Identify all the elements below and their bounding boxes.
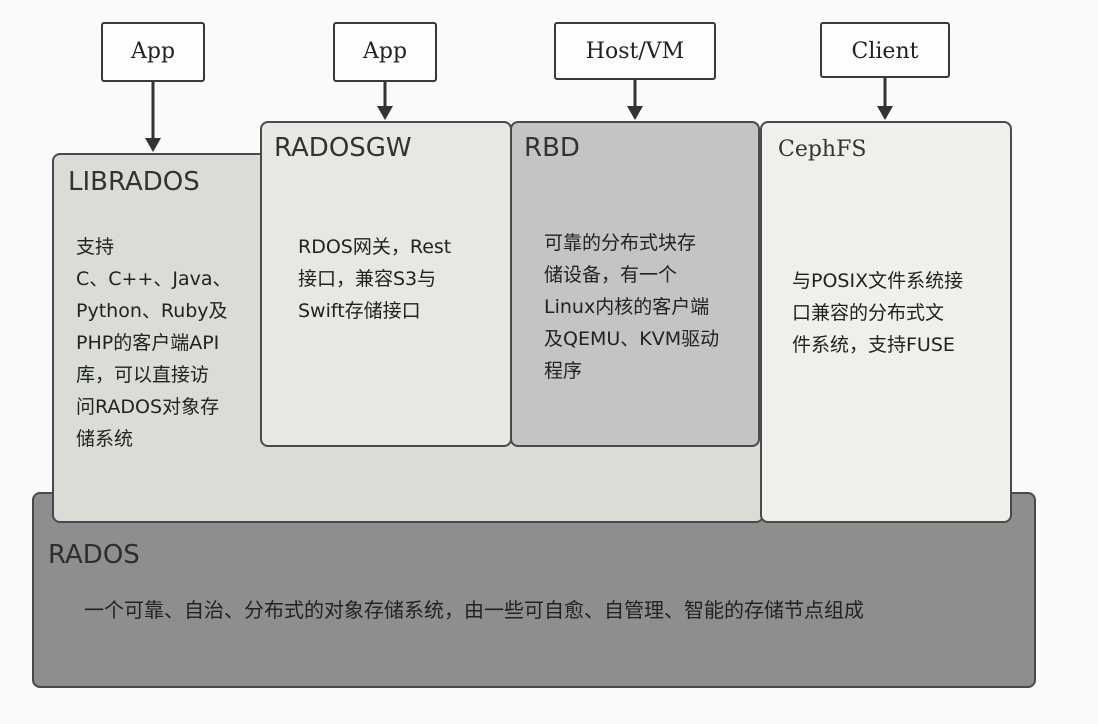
host-vm-client-box: Host/VM — [554, 22, 716, 80]
app-client-box-1: App — [101, 22, 205, 82]
arrow-app2-to-radosgw — [377, 82, 393, 120]
client-box: Client — [820, 22, 950, 78]
arrow-app1-to-librados — [145, 82, 161, 152]
cephfs-description: 与POSIX文件系统接 口兼容的分布式文 件系统，支持FUSE — [792, 270, 964, 356]
rados-title: RADOS — [48, 540, 140, 570]
cephfs-box: CephFS 与POSIX文件系统接 口兼容的分布式文 件系统，支持FUSE — [760, 121, 1012, 523]
radosgw-title: RADOSGW — [274, 133, 412, 163]
librados-description: 支持 C、C++、Java、 Python、Ruby及 PHP的客户端API 库… — [76, 236, 232, 450]
rbd-box: RBD 可靠的分布式块存 储设备，有一个 Linux内核的客户端 及QEMU、K… — [510, 121, 760, 447]
radosgw-box: RADOSGW RDOS网关，Rest 接口，兼容S3与 Swift存储接口 — [260, 121, 512, 447]
rbd-description: 可靠的分布式块存 储设备，有一个 Linux内核的客户端 及QEMU、KVM驱动… — [544, 232, 720, 382]
librados-title: LIBRADOS — [68, 167, 200, 197]
rados-box: RADOS 一个可靠、自治、分布式的对象存储系统，由一些可自愈、自管理、智能的存… — [32, 492, 1036, 688]
arrow-client-to-cephfs — [877, 78, 893, 120]
rados-description: 一个可靠、自治、分布式的对象存储系统，由一些可自愈、自管理、智能的存储节点组成 — [84, 598, 864, 622]
cephfs-title: CephFS — [778, 137, 867, 162]
rbd-title: RBD — [524, 133, 580, 163]
radosgw-description: RDOS网关，Rest 接口，兼容S3与 Swift存储接口 — [298, 236, 452, 322]
arrow-hostvm-to-rbd — [627, 80, 643, 120]
app-client-box-2: App — [333, 22, 437, 82]
